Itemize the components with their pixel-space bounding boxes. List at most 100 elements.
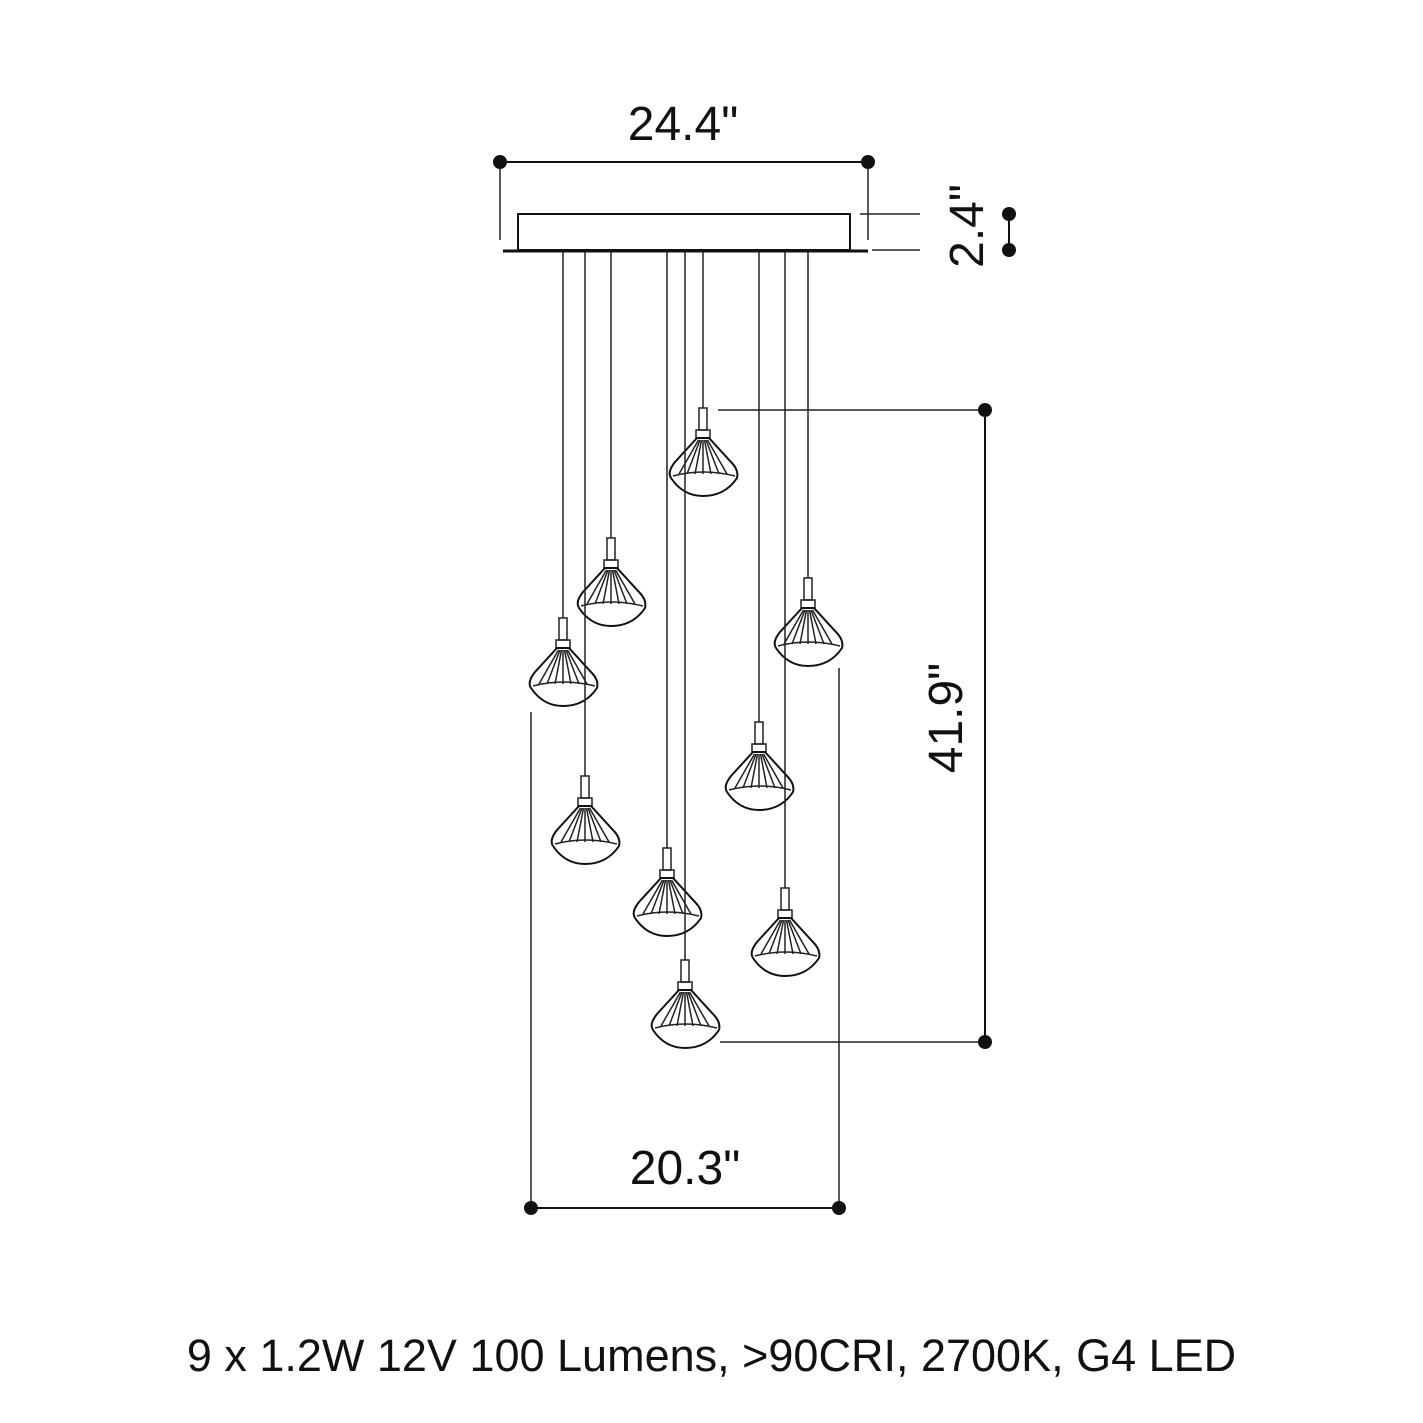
canopy-width-label: 24.4"	[628, 98, 738, 151]
pendant-socket	[754, 721, 764, 745]
shade-rib	[694, 439, 703, 475]
shade-rib	[554, 649, 563, 685]
shade-rib	[613, 569, 628, 605]
pendant-socket	[680, 959, 690, 983]
shade-rib	[783, 609, 805, 645]
shade-rib	[808, 609, 817, 645]
shade-rib	[568, 807, 583, 843]
cluster-width-dimension: 20.3"	[524, 668, 846, 1215]
shade-rib	[587, 807, 602, 843]
shell-shade	[668, 437, 739, 498]
shade-rib	[678, 439, 700, 475]
shade-rib	[586, 569, 608, 605]
shell-shade	[724, 751, 795, 812]
pendant-9	[650, 252, 721, 1050]
shell-shade	[650, 989, 721, 1050]
shade-rib	[685, 991, 694, 1027]
pendant-cluster	[528, 252, 844, 1050]
shade-rib	[734, 753, 756, 789]
pendant-collar	[800, 599, 816, 609]
shade-rib	[560, 807, 582, 843]
pendant-8	[750, 252, 821, 978]
canopy-height-dimension: 2.4"	[860, 184, 1016, 268]
shell-shade	[576, 567, 647, 628]
pendant-collar	[577, 797, 593, 807]
pendant-collar	[555, 639, 571, 649]
pendant-3	[528, 252, 599, 708]
shade-rib	[788, 919, 810, 955]
pendant-collar	[677, 981, 693, 991]
shade-rib	[811, 609, 833, 645]
shade-rib	[660, 991, 682, 1027]
shade-rib	[602, 569, 611, 605]
shade-rib	[768, 919, 783, 955]
drop-height-label: 41.9"	[920, 663, 973, 773]
shade-rib	[642, 879, 664, 915]
shell-shade	[750, 917, 821, 978]
shell-shade	[550, 805, 621, 866]
pendant-socket	[606, 537, 616, 561]
shell-shade	[528, 647, 599, 708]
shade-rib	[791, 609, 806, 645]
pendant-collar	[603, 559, 619, 569]
pendant-collar	[777, 909, 793, 919]
pendant-socket	[662, 847, 672, 871]
pendant-socket	[803, 577, 813, 601]
shade-rib	[611, 569, 620, 605]
shade-rib	[670, 879, 692, 915]
shade-rib	[667, 879, 676, 915]
shade-rib	[742, 753, 757, 789]
pendant-4	[773, 252, 844, 668]
shade-rib	[576, 807, 585, 843]
canopy-height-label: 2.4"	[941, 184, 994, 268]
shade-rib	[565, 649, 580, 685]
shade-rib	[650, 879, 665, 915]
drop-height-dimension: 41.9"	[718, 403, 992, 1049]
shade-rib	[686, 439, 701, 475]
pendant-collar	[659, 869, 675, 879]
shade-rib	[759, 753, 768, 789]
shade-rib	[760, 919, 782, 955]
shade-rib	[614, 569, 636, 605]
shade-rib	[776, 919, 785, 955]
pendant-7	[632, 252, 703, 938]
shade-rib	[750, 753, 759, 789]
pendant-collar	[695, 429, 711, 439]
shade-rib	[546, 649, 561, 685]
pendant-collar	[751, 743, 767, 753]
shade-rib	[785, 919, 794, 955]
shade-rib	[668, 991, 683, 1027]
pendant-6	[550, 252, 621, 866]
shade-rib	[762, 753, 784, 789]
shell-shade	[773, 607, 844, 668]
canopy-width-dimension: 24.4"	[493, 98, 875, 240]
shade-rib	[810, 609, 825, 645]
pendant-socket	[698, 407, 708, 431]
specification-caption: 9 x 1.2W 12V 100 Lumens, >90CRI, 2700K, …	[186, 1330, 1237, 1381]
shade-rib	[588, 807, 610, 843]
shade-rib	[705, 439, 720, 475]
shade-rib	[566, 649, 588, 685]
shade-rib	[676, 991, 685, 1027]
cluster-width-label: 20.3"	[630, 1142, 740, 1195]
pendant-socket	[580, 775, 590, 799]
shade-rib	[703, 439, 712, 475]
shade-rib	[706, 439, 728, 475]
shade-rib	[687, 991, 702, 1027]
shade-rib	[761, 753, 776, 789]
shade-rib	[669, 879, 684, 915]
shade-rib	[799, 609, 808, 645]
shade-rib	[538, 649, 560, 685]
pendant-5	[724, 252, 795, 812]
canopy	[503, 213, 868, 253]
pendant-socket	[780, 887, 790, 911]
shade-rib	[563, 649, 572, 685]
pendant-socket	[558, 617, 568, 641]
shade-rib	[787, 919, 802, 955]
shade-rib	[658, 879, 667, 915]
shade-rib	[688, 991, 710, 1027]
shade-rib	[585, 807, 594, 843]
shade-rib	[594, 569, 609, 605]
pendant-2	[576, 252, 647, 628]
